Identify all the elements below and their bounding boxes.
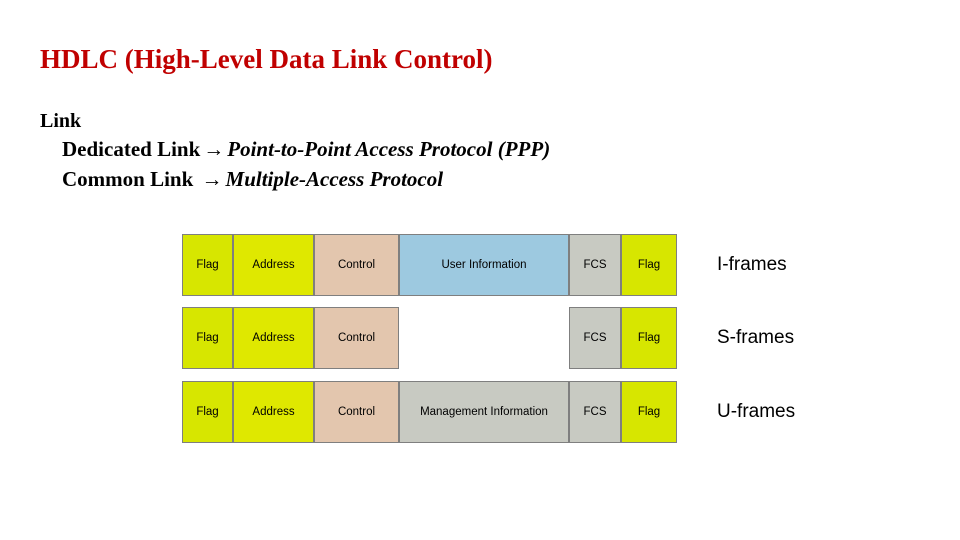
- cell-flag-start: Flag: [182, 307, 233, 369]
- cell-information: Management Information: [399, 381, 569, 443]
- dedicated-link-label: Dedicated Link: [62, 137, 201, 161]
- common-link-value: Multiple-Access Protocol: [225, 167, 444, 191]
- frame-row-label-u: U-frames: [717, 401, 796, 422]
- page-title: HDLC (High-Level Data Link Control): [40, 44, 493, 74]
- cell-address: Address: [233, 307, 314, 369]
- cell-address: Address: [233, 381, 314, 443]
- cell-flag-start: Flag: [182, 234, 233, 296]
- frame-row: Flag Address Control Management Informat…: [182, 381, 677, 443]
- arrow-icon: →: [201, 167, 223, 191]
- cell-information-empty: [399, 307, 569, 369]
- cell-information: User Information: [399, 234, 569, 296]
- cell-control: Control: [314, 307, 399, 369]
- cell-fcs: FCS: [569, 234, 621, 296]
- body-heading: Link: [40, 110, 82, 132]
- frame-row: Flag Address Control User Information FC…: [182, 234, 677, 296]
- body-line-common-link: Common Link →Multiple-Access Protocol: [40, 164, 550, 194]
- cell-fcs: FCS: [569, 307, 621, 369]
- common-link-label: Common Link: [62, 167, 199, 191]
- frame-row-label-s: S-frames: [717, 327, 795, 348]
- cell-flag-end: Flag: [621, 234, 677, 296]
- cell-flag-end: Flag: [621, 381, 677, 443]
- hdlc-frame-diagram: Flag Address Control User Information FC…: [182, 234, 862, 444]
- body-text-block: Link Dedicated Link→Point-to-Point Acces…: [40, 108, 550, 194]
- cell-flag-end: Flag: [621, 307, 677, 369]
- frame-row-label-i: I-frames: [717, 254, 787, 275]
- body-line-dedicated-link: Dedicated Link→Point-to-Point Access Pro…: [40, 134, 550, 164]
- cell-control: Control: [314, 381, 399, 443]
- arrow-icon: →: [203, 137, 225, 161]
- frame-row: Flag Address Control FCS Flag: [182, 307, 677, 369]
- cell-fcs: FCS: [569, 381, 621, 443]
- cell-address: Address: [233, 234, 314, 296]
- dedicated-link-value: Point-to-Point Access Protocol (PPP): [227, 137, 551, 161]
- cell-control: Control: [314, 234, 399, 296]
- cell-flag-start: Flag: [182, 381, 233, 443]
